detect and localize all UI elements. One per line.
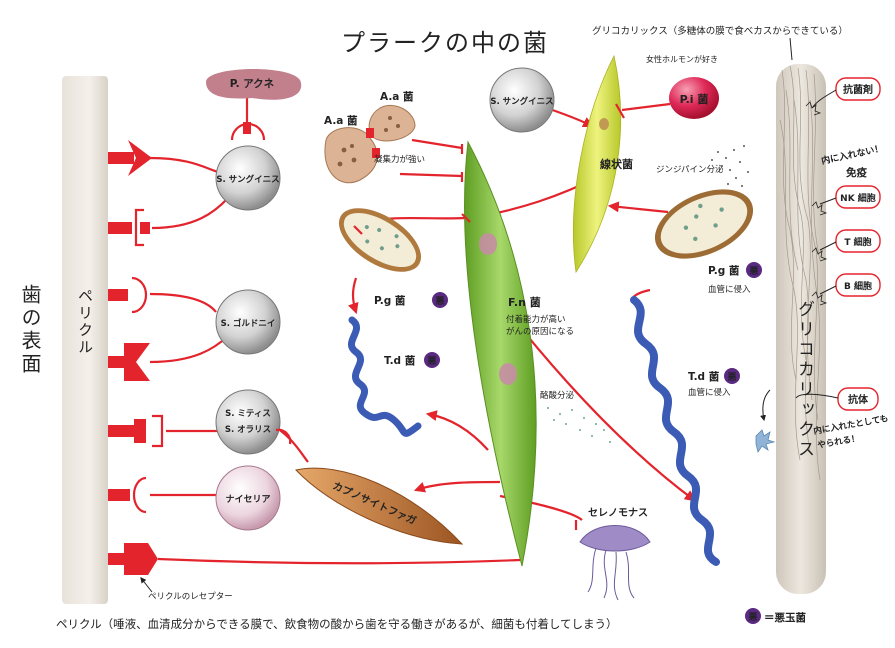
pellicle-footer-note: ペリクル（唾液、血清成分からできる膜で、飲食物の酸から歯を守る働きがあるが、細菌…	[56, 617, 618, 631]
svg-text:悪: 悪	[427, 356, 436, 367]
bad-bacteria-legend: 悪 ＝悪玉菌	[745, 608, 806, 624]
svg-text:S. ミティス: S. ミティス	[225, 409, 271, 419]
aa-label-2: A.a 菌	[324, 114, 358, 127]
bad-badge-td-right: 悪	[724, 368, 740, 384]
capnocytophaga	[295, 467, 464, 545]
gingipain-particles	[711, 145, 749, 187]
svg-text:悪: 悪	[749, 266, 758, 277]
svg-text:ナイセリア: ナイセリア	[225, 494, 270, 505]
fn-note-2: がんの原因になる	[506, 326, 574, 337]
td-spirochete-left	[348, 316, 422, 437]
immunity-label: 免疫	[846, 166, 867, 179]
fn-bacterium	[461, 140, 537, 567]
bad-badge-pg-right: 悪	[746, 262, 762, 278]
bad-badge-td-left: 悪	[424, 352, 440, 368]
fn-note-1: 付着能力が高い	[506, 314, 566, 325]
fn-label: F.n 菌	[508, 295, 541, 309]
butyric-particles	[547, 407, 611, 443]
svg-text:抗体: 抗体	[848, 393, 869, 406]
filament-label: 線状菌	[600, 157, 633, 171]
s-sanguinis-top: S. サングイニス	[489, 67, 555, 133]
pellicle-receptors	[108, 140, 164, 575]
selenomonas-label: セレノモナス	[588, 507, 648, 519]
svg-text:S. サングイニス: S. サングイニス	[490, 96, 553, 107]
s-mitis-oralis: S. ミティス S. オラリス	[215, 389, 281, 455]
filamentous-bacterium	[572, 54, 625, 274]
svg-text:悪: 悪	[435, 296, 444, 307]
svg-text:P.i 菌: P.i 菌	[680, 92, 709, 106]
selenomonas	[574, 520, 651, 601]
pg-bacterium-left	[338, 208, 422, 272]
svg-text:悪: 悪	[727, 372, 736, 383]
svg-text:悪: 悪	[748, 612, 757, 623]
pi-note: 女性ホルモンが好き	[646, 54, 718, 64]
glycocalyx-label: グリコカリックス	[794, 300, 814, 460]
impact-bursts	[805, 101, 828, 306]
page-title: プラークの中の菌	[341, 29, 549, 57]
bad-badge-pg-left: 悪	[432, 292, 448, 308]
aa-bacteria-pair	[324, 104, 464, 184]
antibody-bacterium	[755, 429, 776, 453]
butyric-note: 酪酸分泌	[540, 390, 575, 401]
pi-bacterium: P.i 菌	[669, 77, 719, 119]
td-label-right: T.d 菌	[688, 370, 720, 383]
pellicle-label: ペリクル	[76, 288, 94, 356]
defense-attack-lines	[760, 89, 839, 422]
svg-text:B 細胞: B 細胞	[844, 280, 872, 292]
svg-text:＝悪玉菌: ＝悪玉菌	[764, 611, 806, 624]
pg-note-right: 血管に侵入	[708, 284, 751, 295]
svg-text:S. オラリス: S. オラリス	[225, 425, 271, 435]
svg-text:P. アクネ: P. アクネ	[230, 78, 275, 90]
neisseria: ナイセリア	[215, 465, 281, 531]
td-note-right: 血管に侵入	[688, 387, 731, 398]
glycocalyx-fibers	[779, 65, 821, 481]
svg-text:NK 細胞: NK 細胞	[840, 192, 876, 204]
svg-text:T 細胞: T 細胞	[844, 236, 871, 248]
aa-label-1: A.a 菌	[380, 90, 414, 103]
svg-text:抗菌剤: 抗菌剤	[843, 83, 873, 96]
td-spirochete-right	[630, 296, 720, 566]
s-sanguinis-left: S. サングイニス	[215, 145, 281, 211]
s-gordonii: S. ゴルドニイ	[215, 289, 281, 355]
defense-nodes: 抗菌剤 NK 細胞 T 細胞 B 細胞 抗体	[835, 77, 881, 411]
glycocalyx-top-note: グリコカリックス（多糖体の膜で食べカスからできている）	[592, 25, 848, 37]
p-acne-bacterium: P. アクネ	[206, 68, 302, 100]
tooth-surface-label: 歯の表面	[18, 284, 42, 376]
pg-label-right: P.g 菌	[708, 264, 740, 277]
aa-note: 凝集力が強い	[374, 154, 425, 165]
td-label-left: T.d 菌	[384, 354, 416, 367]
svg-text:S. ゴルドニイ: S. ゴルドニイ	[221, 318, 276, 329]
gingipain-note: ジンジパイン分泌	[656, 164, 724, 175]
pg-label-left: P.g 菌	[374, 294, 406, 307]
receptor-note: ペリクルのレセプター	[148, 592, 233, 602]
svg-text:S. サングイニス: S. サングイニス	[216, 174, 279, 185]
pg-bacterium-right	[654, 189, 754, 259]
pellicle-layer	[62, 76, 108, 604]
cannot-enter-note: 内に入れない！	[820, 142, 884, 167]
